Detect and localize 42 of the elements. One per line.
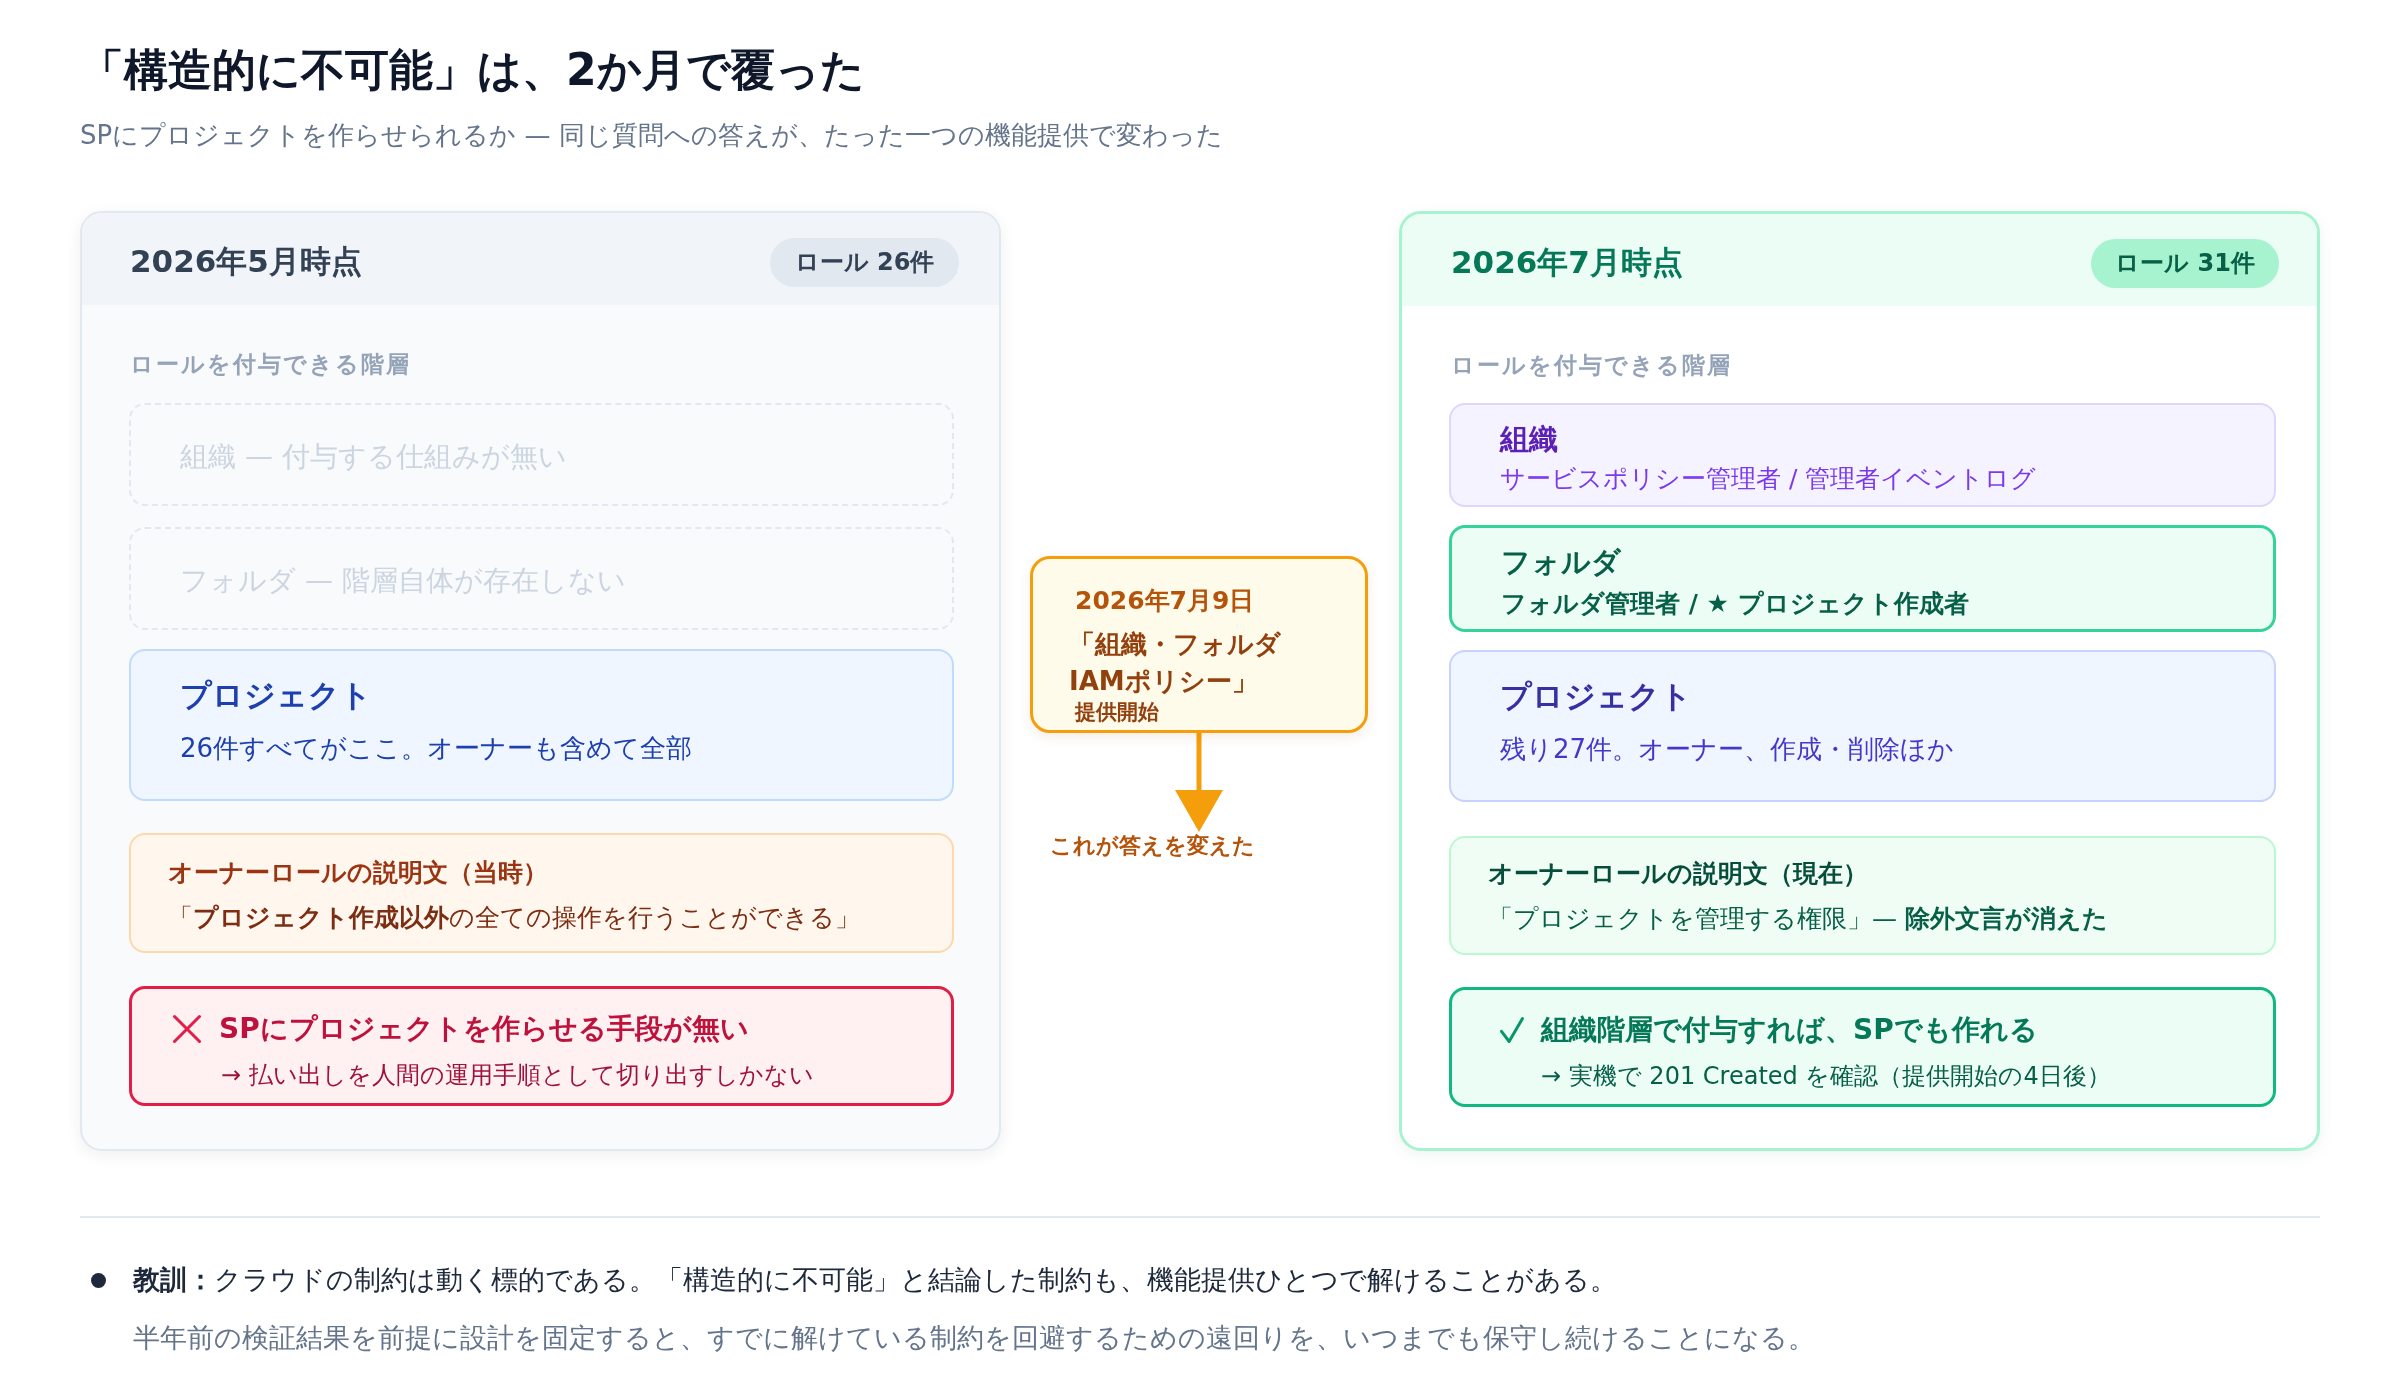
layer-heading: フォルダ: [1501, 545, 1621, 580]
layer-box: [1449, 650, 2276, 802]
comparison-panel: [1399, 211, 2320, 1151]
layer-box: [129, 649, 954, 801]
layer-heading: プロジェクト: [1500, 678, 1692, 716]
result-box: [129, 986, 954, 1106]
layer-box: [1449, 525, 2276, 632]
release-text: 「組織・フォルダIAMポリシー」: [1069, 628, 1282, 698]
layer-heading: 組織: [1500, 422, 1558, 457]
description-box: [129, 833, 954, 953]
description-heading: オーナーロールの説明文（現在）: [1488, 859, 1868, 889]
quote-text: 「プロジェクトを管理する権限」— 除外文言が消えた: [1488, 904, 2108, 934]
note-paragraph: 半年前の検証結果を前提に設計を固定すると、すでに解けている制約を回避するための遠回りを、いつまでも保守し続けることになる。: [133, 1322, 1815, 1355]
count-badge: ロール 26件: [770, 238, 959, 287]
diagram-title: 「構造的に不可能」は、2か月で覆った: [80, 44, 865, 97]
arrow: [1175, 733, 1223, 832]
subtitle-text: SPにプロジェクトを作らせられるか — 同じ質問への答えが、たった一つの機能提供で変わった: [80, 120, 1223, 152]
status-text: 提供開始: [1075, 700, 1159, 726]
description-box: [1449, 836, 2276, 955]
layer-description: サービスポリシー管理者 / 管理者イベントログ: [1500, 464, 2037, 494]
panel-heading: 2026年7月時点: [1451, 244, 1683, 282]
layer-box: [1449, 403, 2276, 507]
result-text: → 実機で 201 Created を確認（提供開始の4日後）: [1541, 1062, 2111, 1091]
result-heading: 組織階層で付与すれば、SPでも作れる: [1541, 1013, 2038, 1047]
count-badge: ロール 31件: [2091, 239, 2279, 288]
layer-description: 残り27件。オーナー、作成・削除ほか: [1500, 734, 1955, 766]
section-label: ロールを付与できる階層: [130, 351, 411, 379]
result-heading: SPにプロジェクトを作らせる手段が無い: [219, 1012, 749, 1046]
lesson-text: 教訓：クラウドの制約は動く標的である。「構造的に不可能」と結論した制約も、機能提供ひとつで解けることがある。: [133, 1264, 1617, 1297]
quote-text: 「プロジェクト作成以外の全ての操作を行うことができる」: [168, 903, 860, 933]
panel-heading: 2026年5月時点: [130, 243, 362, 281]
note-text: これが答えを変えた: [1050, 833, 1255, 860]
callout-box: [1030, 556, 1368, 733]
layer-description: フォルダ管理者 / ★ プロジェクト作成者: [1501, 589, 1969, 619]
description-heading: オーナーロールの説明文（当時）: [168, 858, 548, 888]
section-label: ロールを付与できる階層: [1451, 352, 1732, 380]
result-box: [1449, 987, 2276, 1107]
date-text: 2026年7月9日: [1075, 586, 1255, 616]
layer-heading: プロジェクト: [180, 677, 372, 715]
result-text: → 払い出しを人間の運用手順として切り出すしかない: [221, 1061, 814, 1090]
layer-description: 26件すべてがここ。オーナーも含めて全部: [180, 733, 693, 765]
comparison-panel: [80, 211, 1001, 1151]
